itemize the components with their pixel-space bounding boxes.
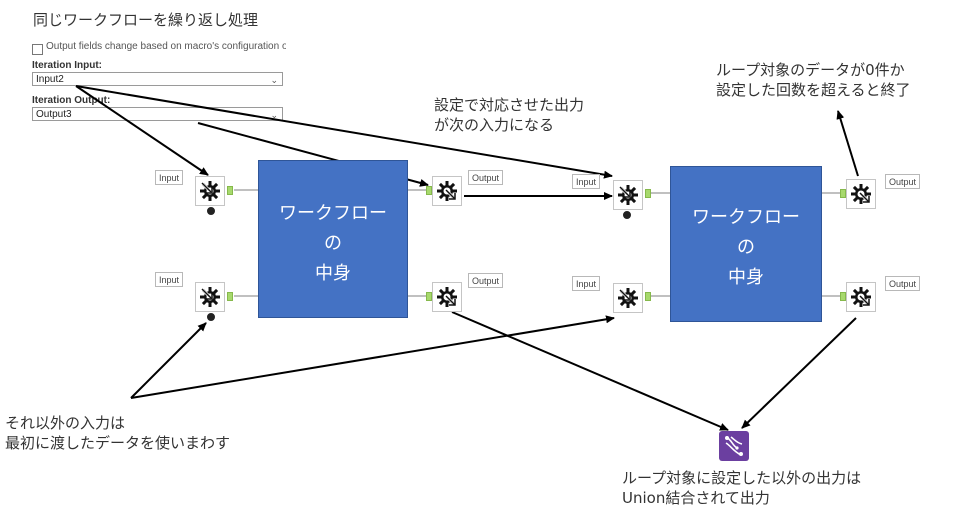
page-heading: 同じワークフローを繰り返し処理 <box>33 11 259 29</box>
macro-output-tool[interactable] <box>846 282 876 312</box>
annotation-union-line1: ループ対象に設定した以外の出力は <box>622 469 862 487</box>
arrow-input-to-first-macro-input <box>75 85 209 176</box>
macro-input-tool[interactable] <box>195 176 225 206</box>
iteration-output-value: Output3 <box>36 109 72 120</box>
chevron-down-icon: ⌄ <box>270 110 278 120</box>
annotation-other-inputs-line2: 最初に渡したデータを使いまわす <box>5 434 231 452</box>
iteration-input-label: Iteration Input: <box>32 60 102 71</box>
input-tag: Input <box>155 170 184 185</box>
union-icon <box>725 436 743 456</box>
annotation-arrows <box>75 85 859 431</box>
output-anchor[interactable] <box>227 292 233 301</box>
annotation-other-inputs-line1: それ以外の入力は <box>5 414 126 432</box>
macro-output-icon <box>437 181 458 202</box>
workflow-body-line1: ワークフロー <box>279 203 387 224</box>
macro-output-tool[interactable] <box>432 176 462 206</box>
output-fields-checkbox[interactable] <box>32 44 43 55</box>
question-anchor-icon <box>206 206 216 216</box>
annotation-union-line2: Union結合されて出力 <box>622 489 770 507</box>
input-anchor[interactable] <box>840 189 846 198</box>
arrow-end-condition <box>836 110 859 177</box>
macro-input-icon <box>617 184 638 205</box>
input-anchor[interactable] <box>840 292 846 301</box>
annotation-union: ループ対象に設定した以外の出力は Union結合されて出力 <box>622 468 861 508</box>
input-anchor[interactable] <box>426 292 432 301</box>
question-anchor-icon <box>206 312 216 322</box>
output-tag: Output <box>885 276 921 291</box>
macro-output-icon <box>437 287 458 308</box>
macro-output-icon <box>851 184 872 205</box>
macro-output-icon <box>851 287 872 308</box>
input-anchor[interactable] <box>426 186 432 195</box>
arrow-input-to-second-macro-input <box>75 85 613 179</box>
output-anchor[interactable] <box>645 189 651 198</box>
annotation-end: ループ対象のデータが0件か 設定した回数を超えると終了 <box>716 60 911 100</box>
output-fields-checkbox-label: Output fields change based on macro's co… <box>46 41 286 52</box>
macro-input-tool[interactable] <box>613 283 643 313</box>
output-tag: Output <box>468 170 504 185</box>
workflow-body-line1: ワークフロー <box>692 207 800 228</box>
workflow-body-2: ワークフロー の 中身 <box>670 166 822 322</box>
macro-output-tool[interactable] <box>846 179 876 209</box>
output-tag: Output <box>885 174 921 189</box>
macro-input-tool[interactable] <box>195 282 225 312</box>
input-tag: Input <box>572 276 601 291</box>
iteration-output-label: Iteration Output: <box>32 95 111 106</box>
workflow-body-line3: 中身 <box>728 267 764 288</box>
annotation-other-inputs: それ以外の入力は 最初に渡したデータを使いまわす <box>5 413 230 453</box>
iteration-input-select[interactable]: Input2 ⌄ <box>32 72 283 86</box>
arrow-other-to-second-input <box>130 315 615 399</box>
input-tag: Input <box>155 272 184 287</box>
arrow-output-to-union-2 <box>741 317 857 429</box>
macro-input-icon <box>617 287 638 308</box>
macro-input-icon <box>199 286 220 307</box>
output-anchor[interactable] <box>645 292 651 301</box>
chevron-down-icon: ⌄ <box>270 75 278 85</box>
input-tag: Input <box>572 174 601 189</box>
annotation-connect: 設定で対応させた出力 が次の入力になる <box>434 95 584 135</box>
annotation-connect-line1: 設定で対応させた出力 <box>434 96 585 114</box>
annotation-end-line2: 設定した回数を超えると終了 <box>716 81 911 99</box>
workflow-body-line2: の <box>324 233 342 254</box>
annotation-end-line1: ループ対象のデータが0件か <box>716 61 905 79</box>
arrow-output-to-union-1 <box>451 311 729 431</box>
tool-connectors <box>234 189 841 297</box>
output-anchor[interactable] <box>227 186 233 195</box>
macro-output-tool[interactable] <box>432 282 462 312</box>
macro-input-icon <box>199 180 220 201</box>
union-tool[interactable] <box>719 431 749 461</box>
macro-input-tool[interactable] <box>613 180 643 210</box>
workflow-body-1: ワークフロー の 中身 <box>258 160 408 318</box>
workflow-body-line3: 中身 <box>315 263 351 284</box>
output-tag: Output <box>468 273 504 288</box>
workflow-body-line2: の <box>737 237 755 258</box>
arrow-other-to-first-input <box>130 322 207 399</box>
iteration-input-value: Input2 <box>36 74 64 85</box>
question-anchor-icon <box>622 210 632 220</box>
annotation-connect-line2: が次の入力になる <box>434 116 555 134</box>
